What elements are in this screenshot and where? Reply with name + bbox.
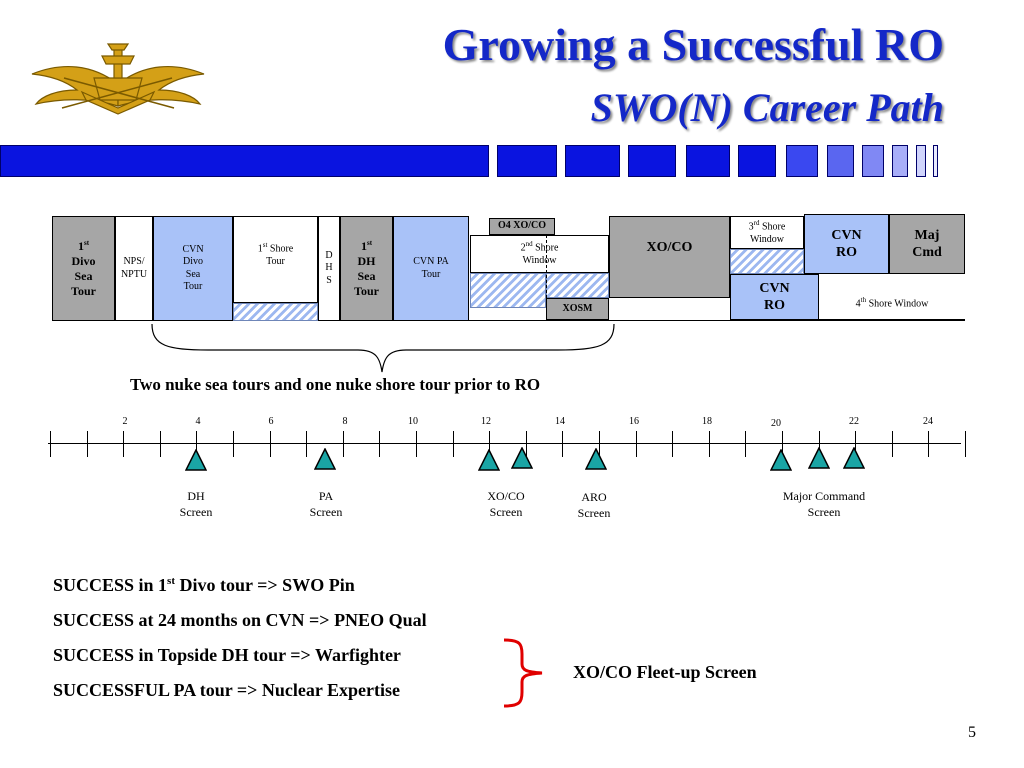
title-bar-segment <box>862 145 884 177</box>
timeline-tick <box>928 431 930 457</box>
shore-window-dashed-line <box>546 235 547 298</box>
xo-co-tour: XO/CO <box>609 216 730 298</box>
fleet-up-screen-text: XO/CO Fleet-up Screen <box>573 662 757 682</box>
tick-label: 6 <box>268 416 274 427</box>
timeline-tick <box>672 431 674 457</box>
tick-label: 12 <box>481 416 491 427</box>
tick-label: 20 <box>771 418 781 429</box>
dh-screen-marker-icon <box>185 449 207 471</box>
pa-screen-marker-icon <box>314 448 336 470</box>
success-item: SUCCESS in 1st Divo tour => SWO Pin <box>53 575 355 595</box>
tick-label: 10 <box>408 416 418 427</box>
second-shore-window-hatch-right <box>546 273 609 298</box>
major-command-screen-marker-icon <box>843 447 865 469</box>
tick-label: 18 <box>702 416 712 427</box>
title-bar-segment <box>738 145 776 177</box>
timeline-tick <box>159 431 161 457</box>
nps-nptu-tour: NPS/NPTU <box>115 216 153 321</box>
timeline-tick <box>86 431 88 457</box>
timeline-tick <box>965 431 966 457</box>
tick-label: 22 <box>849 416 859 427</box>
fourth-shore-window: 4th Shore Window <box>819 288 965 320</box>
title-bar-segment <box>933 145 938 177</box>
title-bar-segment <box>892 145 908 177</box>
title-bar-segment <box>497 145 557 177</box>
timeline-axis <box>48 443 961 444</box>
timeline-tick <box>562 431 564 457</box>
title-bar-segment <box>916 145 926 177</box>
page-title: Growing a Successful RO <box>442 19 944 70</box>
timeline-tick <box>782 431 783 457</box>
timeline-tick <box>891 431 893 457</box>
success-item: SUCCESS at 24 months on CVN => PNEO Qual <box>53 610 427 630</box>
third-shore-window-hatch <box>730 249 804 274</box>
timeline-tick <box>745 431 747 457</box>
nuke-tours-brace <box>151 323 615 373</box>
surface-warfare-officer-insignia-icon <box>31 43 205 115</box>
page-subtitle: SWO(N) Career Path <box>590 85 944 130</box>
timeline-tick <box>50 431 51 457</box>
title-bar-segment <box>827 145 854 177</box>
timeline-tick <box>708 431 710 457</box>
success-item: SUCCESSFUL PA tour => Nuclear Expertise <box>53 680 401 700</box>
aro-screen-marker-icon <box>585 448 607 470</box>
diagram-baseline <box>52 320 965 321</box>
timeline-tick <box>818 431 820 457</box>
timeline-tick <box>196 431 198 457</box>
second-shore-window-hatch-left <box>470 273 546 308</box>
timeline-tick <box>416 431 417 457</box>
timeline-tick <box>525 431 527 457</box>
page-number: 5 <box>968 724 976 741</box>
timeline-tick <box>233 431 234 457</box>
title-bar-segment <box>0 145 489 177</box>
timeline-tick <box>452 431 454 457</box>
brace-caption: Two nuke sea tours and one nuke shore to… <box>130 375 541 394</box>
tick-label: 8 <box>342 416 348 427</box>
timeline-tick <box>123 431 125 457</box>
title-bar-segment <box>686 145 730 177</box>
timeline-tick <box>599 431 600 457</box>
xo-co-screen-marker-icon <box>478 449 500 471</box>
major-command-screen-marker-icon <box>770 449 792 471</box>
fleet-up-bracket <box>503 638 543 708</box>
timeline-tick <box>306 431 308 457</box>
major-command-screen-marker-icon <box>808 447 830 469</box>
xosm-tour: XOSM <box>546 298 609 320</box>
timeline-tick <box>269 431 271 457</box>
timeline-tick <box>342 431 344 457</box>
timeline-tick <box>635 431 637 457</box>
tick-label: 24 <box>923 416 933 427</box>
tick-label: 4 <box>195 416 201 427</box>
tick-label: 14 <box>555 416 565 427</box>
title-bar-segment <box>565 145 620 177</box>
first-shore-window-hatch <box>233 303 318 321</box>
timeline-tick <box>855 431 857 457</box>
title-bar-segment <box>628 145 676 177</box>
timeline-tick <box>379 431 381 457</box>
title-bar-segment <box>786 145 818 177</box>
xo-co-screen-marker-icon <box>511 447 533 469</box>
timeline-tick <box>489 431 491 457</box>
success-item: SUCCESS in Topside DH tour => Warfighter <box>53 645 401 665</box>
tick-label: 16 <box>629 416 639 427</box>
o4-xo-co-tour: O4 XO/CO <box>489 218 555 235</box>
tick-label: 2 <box>122 416 128 427</box>
